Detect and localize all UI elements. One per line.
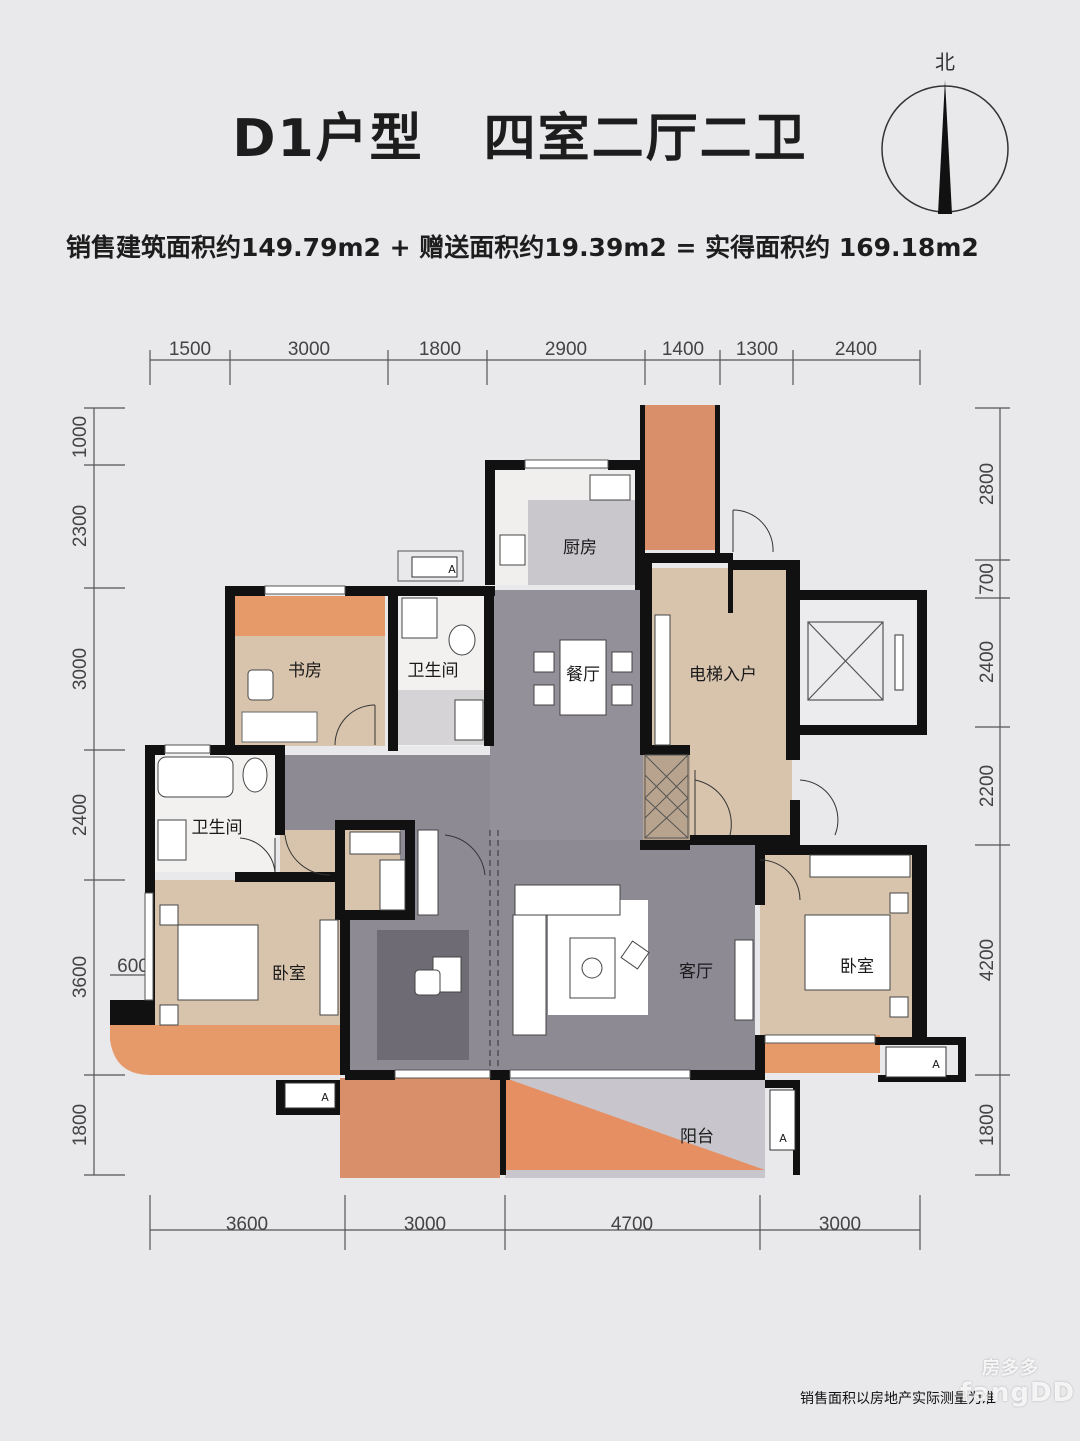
ac-label-4: A — [779, 1132, 787, 1145]
dim-left-3: 3000 — [70, 648, 91, 690]
dim-top-3: 1800 — [419, 339, 461, 360]
room-study: 书房 — [288, 661, 322, 681]
room-bedroom-west: 卧室 — [272, 964, 306, 984]
windows — [144, 459, 876, 1079]
compass: 北 — [880, 46, 1010, 216]
watermark-brand: 房多多 — [982, 1358, 1039, 1379]
north-label: 北 — [935, 50, 955, 74]
room-living: 客厅 — [679, 962, 713, 982]
unit-type: D1户型 — [232, 109, 424, 169]
dim-top-7: 2400 — [835, 339, 877, 360]
dim-right-3: 2400 — [977, 641, 998, 683]
doors — [239, 509, 839, 1070]
dim-bottom-3: 4700 — [611, 1214, 653, 1235]
room-kitchen: 厨房 — [563, 538, 597, 558]
area-summary: 销售建筑面积约149.79m2 + 赠送面积约19.39m2 = 实得面积约 1… — [66, 233, 979, 262]
room-balcony: 阳台 — [680, 1127, 714, 1147]
room-bathroom-north: 卫生间 — [408, 661, 459, 681]
ac-label-1: A — [448, 563, 456, 576]
footer-note: 销售面积以房地产实际测量为准 — [800, 1391, 996, 1407]
dim-left-4: 2400 — [70, 794, 91, 836]
dim-right-1: 2800 — [977, 463, 998, 505]
room-dining: 餐厅 — [566, 665, 600, 685]
ac-label-2: A — [321, 1091, 329, 1104]
dim-left-small: 600 — [117, 956, 149, 977]
room-elevator-entry: 电梯入户 — [689, 665, 757, 685]
shoe-cabinet-icon — [644, 754, 689, 839]
dim-top-2: 3000 — [288, 339, 330, 360]
dim-left-5: 3600 — [70, 956, 91, 998]
dim-right-2: 700 — [977, 563, 998, 595]
dim-top-6: 1300 — [736, 339, 778, 360]
room-bedroom-east: 卧室 — [840, 957, 874, 977]
ac-label-3: A — [932, 1058, 940, 1071]
elevator-shaft-icon — [807, 621, 904, 701]
dimension-lines — [84, 350, 1010, 1250]
dim-top-1: 1500 — [169, 339, 211, 360]
dim-left-2: 2300 — [70, 505, 91, 547]
page-title: D1户型四室二厅二卫 — [0, 96, 1040, 171]
dim-bottom-1: 3600 — [226, 1214, 268, 1235]
dim-right-5: 4200 — [977, 939, 998, 981]
watermark-latin: fangDD — [960, 1378, 1076, 1408]
dim-top-4: 2900 — [545, 339, 587, 360]
dim-left-6: 1800 — [70, 1104, 91, 1146]
dim-right-6: 1800 — [977, 1104, 998, 1146]
compass-icon — [881, 80, 1009, 214]
room-layout: 四室二厅二卫 — [483, 109, 808, 169]
ac-units — [284, 550, 947, 1151]
dim-left-1: 1000 — [70, 416, 91, 458]
dim-top-5: 1400 — [662, 339, 704, 360]
watermark: 房多多 fangDD — [960, 1358, 1076, 1409]
room-bathroom-west: 卫生间 — [192, 818, 243, 838]
dim-bottom-4: 3000 — [819, 1214, 861, 1235]
dim-bottom-2: 3000 — [404, 1214, 446, 1235]
dim-right-4: 2200 — [977, 765, 998, 807]
furniture — [157, 474, 911, 1036]
